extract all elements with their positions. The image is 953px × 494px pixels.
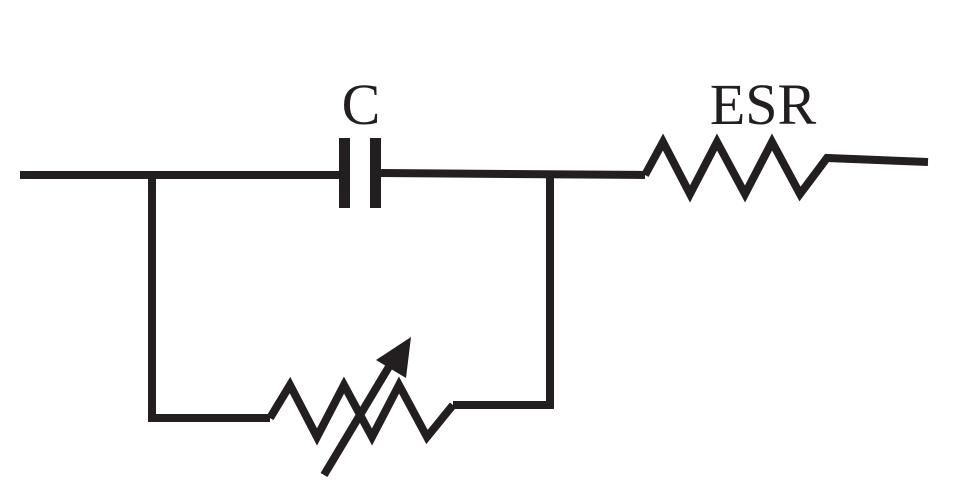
- wire-parallel-left: [148, 175, 270, 422]
- wire-capacitor-to-esr: [380, 169, 646, 179]
- variable-arrow-shaft: [320, 352, 400, 478]
- esr-resistor-symbol: [641, 133, 929, 203]
- capacitor-plate-right: [370, 138, 381, 208]
- variable-arrow-icon: [320, 337, 411, 478]
- esr-label: ESR: [710, 72, 817, 137]
- capacitor-symbol: [339, 138, 381, 208]
- capacitor-label: C: [342, 72, 381, 137]
- capacitor-plate-left: [339, 138, 350, 208]
- wire-parallel-right: [453, 175, 554, 409]
- variable-arrow-head: [376, 337, 411, 378]
